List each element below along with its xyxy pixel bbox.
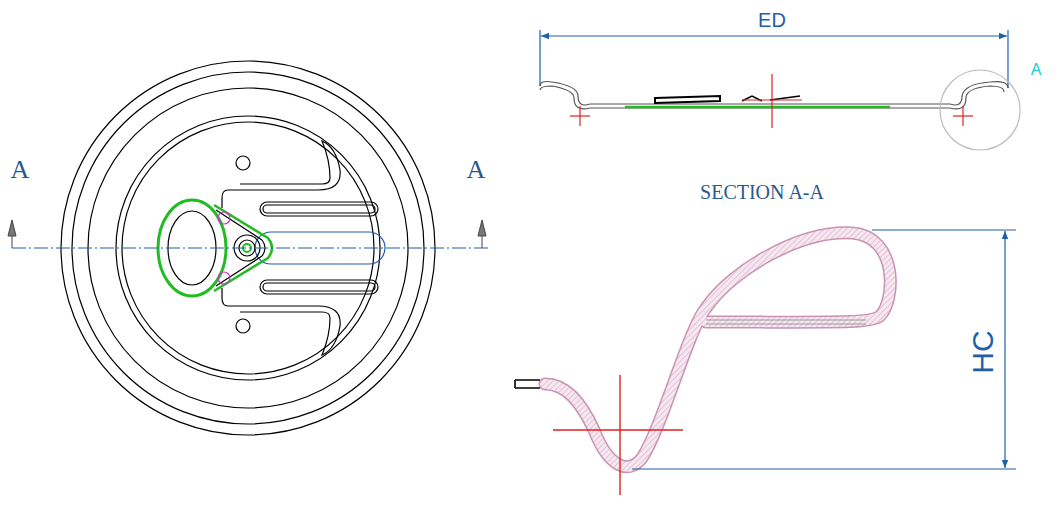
- section-letter: A: [11, 157, 30, 183]
- dimension-label: HC: [968, 330, 998, 373]
- hc-dimension: [632, 230, 1016, 469]
- section-line: [12, 248, 488, 249]
- dimension-label: ED: [758, 10, 786, 30]
- detail-callout: A: [1031, 62, 1042, 78]
- center-marks: [570, 74, 973, 128]
- section-view: [540, 30, 1020, 150]
- section-arrows: [8, 220, 486, 248]
- detail-view: [515, 233, 890, 467]
- section-letter: A: [467, 157, 486, 183]
- section-title: SECTION A-A: [700, 182, 824, 202]
- detail-center-mark: [553, 375, 683, 495]
